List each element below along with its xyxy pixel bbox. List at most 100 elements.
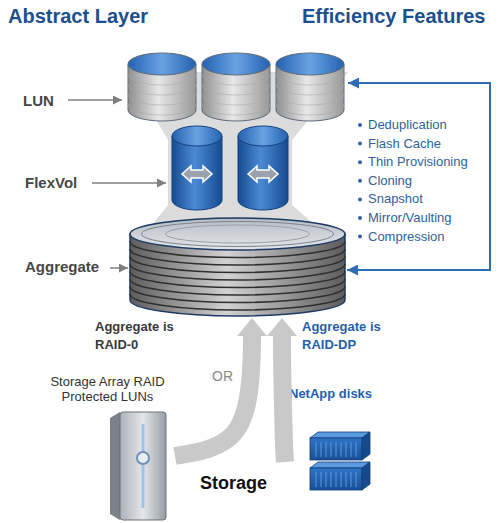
disk-top	[310, 462, 370, 468]
layer-label: Aggregate	[25, 258, 99, 275]
leader-arrow	[92, 182, 166, 184]
disk-front	[310, 438, 362, 460]
disk-slot	[346, 472, 347, 487]
aggregate-cylinder: Aggregate	[128, 216, 347, 318]
leader-arrow	[110, 267, 128, 269]
shape-group	[128, 53, 344, 121]
disk-slot	[331, 442, 332, 457]
tower-slot	[142, 424, 145, 508]
device-label: Storage Array RAID Protected LUNs	[40, 374, 175, 404]
cylinder-stripe	[130, 249, 345, 265]
shape-group	[130, 218, 345, 316]
disk-slot	[351, 442, 352, 457]
disk-slot	[351, 472, 352, 487]
disk-top	[310, 432, 370, 438]
column-heading: Abstract Layer	[8, 5, 148, 28]
cylinder-stripe	[202, 104, 270, 115]
cylinder-top	[172, 126, 222, 146]
storage-array: Storage Array RAID Protected LUNs	[40, 372, 175, 522]
bullet	[358, 142, 362, 146]
feature-item: Compression	[368, 228, 445, 245]
shape-group	[110, 412, 166, 520]
disk-slot	[331, 472, 332, 487]
cylinder-ring	[142, 222, 334, 247]
cylinder-stripe	[276, 84, 344, 95]
disk-slot	[341, 472, 342, 487]
disk-side	[362, 462, 370, 490]
cylinder-stripe	[276, 74, 344, 85]
choice-word: OR	[212, 368, 233, 384]
bullet	[358, 235, 362, 239]
shape-group	[310, 432, 370, 490]
shape-group	[172, 126, 288, 210]
disk-slot	[326, 442, 327, 457]
bullet	[358, 160, 362, 164]
cylinder-stripe	[128, 104, 196, 115]
feature-item: Deduplication	[368, 116, 447, 133]
cylinder-stripe	[276, 94, 344, 105]
disk-slot	[316, 442, 317, 457]
bullet	[358, 216, 362, 220]
disk-slot	[341, 442, 342, 457]
layer-label: LUN	[23, 92, 54, 109]
tower-button	[137, 452, 149, 464]
feature-bracket	[347, 83, 490, 270]
cylinder-ring	[166, 225, 310, 243]
feature-item: Flash Cache	[368, 135, 441, 152]
node-shape	[128, 216, 347, 318]
cylinder-top	[130, 218, 345, 250]
cylinder-stripe	[130, 257, 345, 273]
flexvol-group: FlexVol	[170, 126, 290, 212]
cylinder-stripe	[130, 272, 345, 288]
feature-item: Thin Provisioning	[368, 153, 468, 170]
disk-slot	[316, 472, 317, 487]
column-heading: Efficiency Features	[302, 5, 485, 28]
cylinder-side	[172, 136, 222, 210]
disk-slot	[356, 442, 357, 457]
netapp-disks: NetApp disks	[285, 384, 380, 496]
lun-group: LUN	[126, 52, 348, 120]
feature-item: Snapshot	[368, 190, 423, 207]
feature-item: Mirror/Vaulting	[368, 209, 452, 226]
cylinder-stripe	[202, 84, 270, 95]
bullet-marks	[358, 123, 362, 239]
feature-item: Cloning	[368, 172, 412, 189]
section-label: Storage	[200, 473, 267, 494]
double-arrow-icon	[182, 166, 212, 182]
cylinder-top	[128, 53, 196, 75]
disk-side	[362, 432, 370, 460]
cylinder-stripe	[202, 74, 270, 85]
edge-label: Aggregate is RAID-0	[95, 318, 195, 354]
cylinder-stripe	[276, 104, 344, 115]
cylinder-stripe	[128, 84, 196, 95]
node-shape	[126, 52, 348, 120]
cylinder-stripe	[128, 94, 196, 105]
disk-slot	[356, 472, 357, 487]
cylinder-stripe	[130, 242, 345, 258]
double-arrow-icon	[248, 166, 278, 182]
disk-slot	[321, 472, 322, 487]
disk-slot	[346, 442, 347, 457]
disk-slot	[326, 472, 327, 487]
cylinder-stripe	[130, 294, 345, 310]
storage-arrow	[282, 336, 285, 462]
leader-arrow	[68, 99, 122, 101]
cylinder-top	[202, 53, 270, 75]
tower-side	[110, 412, 120, 520]
disk-slot	[336, 472, 337, 487]
device-label: NetApp disks	[289, 386, 372, 401]
disk-slot	[321, 442, 322, 457]
bullet	[358, 197, 362, 201]
edge-label: Aggregate is RAID-DP	[302, 318, 402, 354]
cylinder-stripe	[130, 279, 345, 295]
bullet	[358, 179, 362, 183]
cylinder-stripe	[128, 74, 196, 85]
disk-slot	[336, 442, 337, 457]
cylinder-stripe	[130, 287, 345, 303]
disk-front	[310, 468, 362, 490]
tower-front	[120, 412, 166, 520]
node-shape	[170, 126, 290, 212]
cylinder-stripe	[202, 94, 270, 105]
cylinder-stripe	[130, 264, 345, 280]
